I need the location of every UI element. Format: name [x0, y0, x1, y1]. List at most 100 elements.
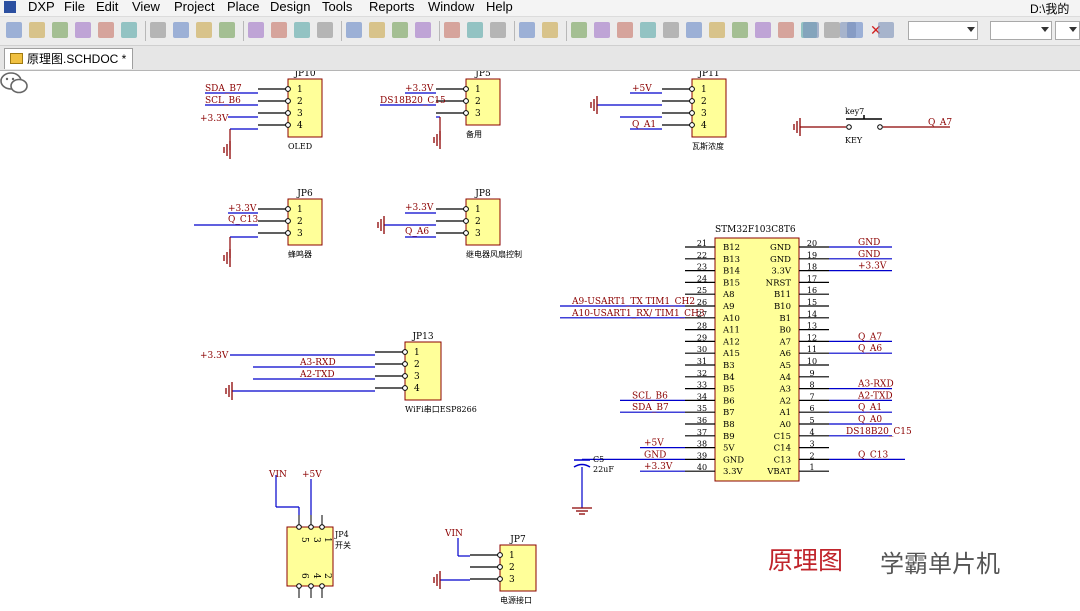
menu-design[interactable]: Design [270, 0, 311, 14]
toolbar-combo-2[interactable] [990, 21, 1052, 40]
net-label: DS18B20_C15 [380, 96, 446, 106]
print-preview-icon[interactable] [98, 22, 114, 38]
jp13-body[interactable] [404, 341, 442, 401]
dxp-logo-icon[interactable] [4, 1, 16, 13]
jp10-pin-dot [285, 122, 291, 128]
mcu-pin-name: A7 [778, 337, 791, 347]
hierarchy-icon[interactable] [490, 22, 506, 38]
zoom-area-icon[interactable] [173, 22, 189, 38]
ground-port-icon[interactable] [663, 22, 679, 38]
jp5-caption: 备用 [466, 129, 482, 139]
select-rect-icon[interactable] [346, 22, 362, 38]
jp4-pin-dot [296, 524, 302, 530]
browse-icon[interactable] [542, 22, 558, 38]
key7-ref: key7 [845, 107, 864, 116]
copy-icon[interactable] [271, 22, 287, 38]
menu-reports[interactable]: Reports [369, 0, 415, 14]
port-icon[interactable] [824, 22, 840, 38]
clipboard-icon[interactable] [121, 22, 137, 38]
close-red-icon[interactable]: ✕ [870, 22, 882, 38]
net-label: Q_A7 [928, 118, 952, 128]
jp7-pin-num: 2 [509, 563, 515, 573]
mcu-pin-num: 9 [809, 369, 814, 378]
chevron-down-icon[interactable] [1069, 27, 1077, 32]
menu-edit[interactable]: Edit [96, 0, 119, 14]
filter-icon[interactable] [878, 22, 894, 38]
chevron-down-icon[interactable] [1041, 27, 1049, 32]
mcu-pin-name: A11 [722, 326, 740, 336]
mcu-pin-num: 11 [807, 345, 817, 354]
jp6-pin-dot [285, 218, 291, 224]
save-icon[interactable] [52, 22, 68, 38]
net-label: +3.3V [200, 114, 229, 124]
new-icon[interactable] [6, 22, 22, 38]
part-icon[interactable] [709, 22, 725, 38]
document-tab[interactable]: 原理图.SCHDOC * [4, 48, 134, 69]
place-line-icon[interactable] [803, 22, 819, 38]
jp4-body[interactable] [286, 526, 334, 587]
mcu-pin-num: 32 [697, 369, 707, 378]
redo-icon[interactable] [467, 22, 483, 38]
toolbar-separator [145, 21, 146, 41]
mcu-pin-num: 2 [809, 451, 814, 460]
jp6-body[interactable] [287, 198, 323, 246]
toolbar-separator [514, 21, 515, 41]
jp11-pin-dot [689, 98, 695, 104]
move-icon[interactable] [369, 22, 385, 38]
zoom-select-icon[interactable] [196, 22, 212, 38]
menu-dxp[interactable]: DXP [28, 0, 55, 14]
sheet-entry-icon[interactable] [755, 22, 771, 38]
mcu-pin-name: A10 [722, 314, 740, 324]
sheet-symbol-icon[interactable] [732, 22, 748, 38]
jp10-pin-dot [285, 86, 291, 92]
net-label: +5V [632, 84, 652, 94]
schematic-sheet[interactable]: JP101234OLEDSDA_B7SCL_B6+3.3VJP5123备用+3.… [0, 71, 1080, 611]
mcu-pin-name: NRST [766, 278, 792, 288]
paste-array-icon[interactable] [317, 22, 333, 38]
undo-icon[interactable] [444, 22, 460, 38]
print-icon[interactable] [75, 22, 91, 38]
mcu-pin-num: 28 [697, 322, 707, 331]
paste-icon[interactable] [294, 22, 310, 38]
menu-window[interactable]: Window [428, 0, 475, 14]
menu-project[interactable]: Project [174, 0, 215, 14]
wire-icon[interactable] [571, 22, 587, 38]
open-icon[interactable] [29, 22, 45, 38]
zoom-fit-icon[interactable] [150, 22, 166, 38]
bus-icon[interactable] [594, 22, 610, 38]
net-label-icon[interactable] [640, 22, 656, 38]
menu-view[interactable]: View [132, 0, 160, 14]
mcu-pin-name: A3 [778, 385, 791, 395]
jp11-body[interactable] [691, 78, 727, 138]
jp5-body[interactable] [465, 78, 501, 126]
net-label: SDA_B7 [205, 84, 242, 94]
toolbar-combo-3[interactable] [1055, 21, 1080, 40]
net-label: Q_A6 [858, 344, 882, 354]
net-label: +3.3V [405, 84, 434, 94]
bus-entry-icon[interactable] [617, 22, 633, 38]
chevron-down-icon[interactable] [967, 27, 975, 32]
jp7-body[interactable] [499, 544, 537, 592]
toolbar-combo-1[interactable] [908, 21, 978, 40]
cross-probe-icon[interactable] [519, 22, 535, 38]
vcc-port-icon[interactable] [686, 22, 702, 38]
menu-tools[interactable]: Tools [322, 0, 353, 14]
jp10-body[interactable] [287, 78, 323, 138]
mcu-body[interactable] [714, 237, 800, 482]
align-icon[interactable] [840, 22, 856, 38]
menu-bar: DXP File Edit View Project Place Design … [0, 0, 1080, 33]
jp8-body[interactable] [465, 198, 501, 246]
zoom-component-icon[interactable] [219, 22, 235, 38]
cut-icon[interactable] [248, 22, 264, 38]
clear-icon[interactable] [415, 22, 431, 38]
jp11-pin-dot [689, 86, 695, 92]
net-label: GND [858, 238, 880, 248]
cross-select-icon[interactable] [392, 22, 408, 38]
menu-place[interactable]: Place [227, 0, 260, 14]
menu-help[interactable]: Help [486, 0, 513, 14]
harness-icon[interactable] [778, 22, 794, 38]
menu-file[interactable]: File [64, 0, 85, 14]
mcu-pin-name: GND [770, 255, 791, 265]
jp6-pin-num: 2 [297, 217, 303, 227]
